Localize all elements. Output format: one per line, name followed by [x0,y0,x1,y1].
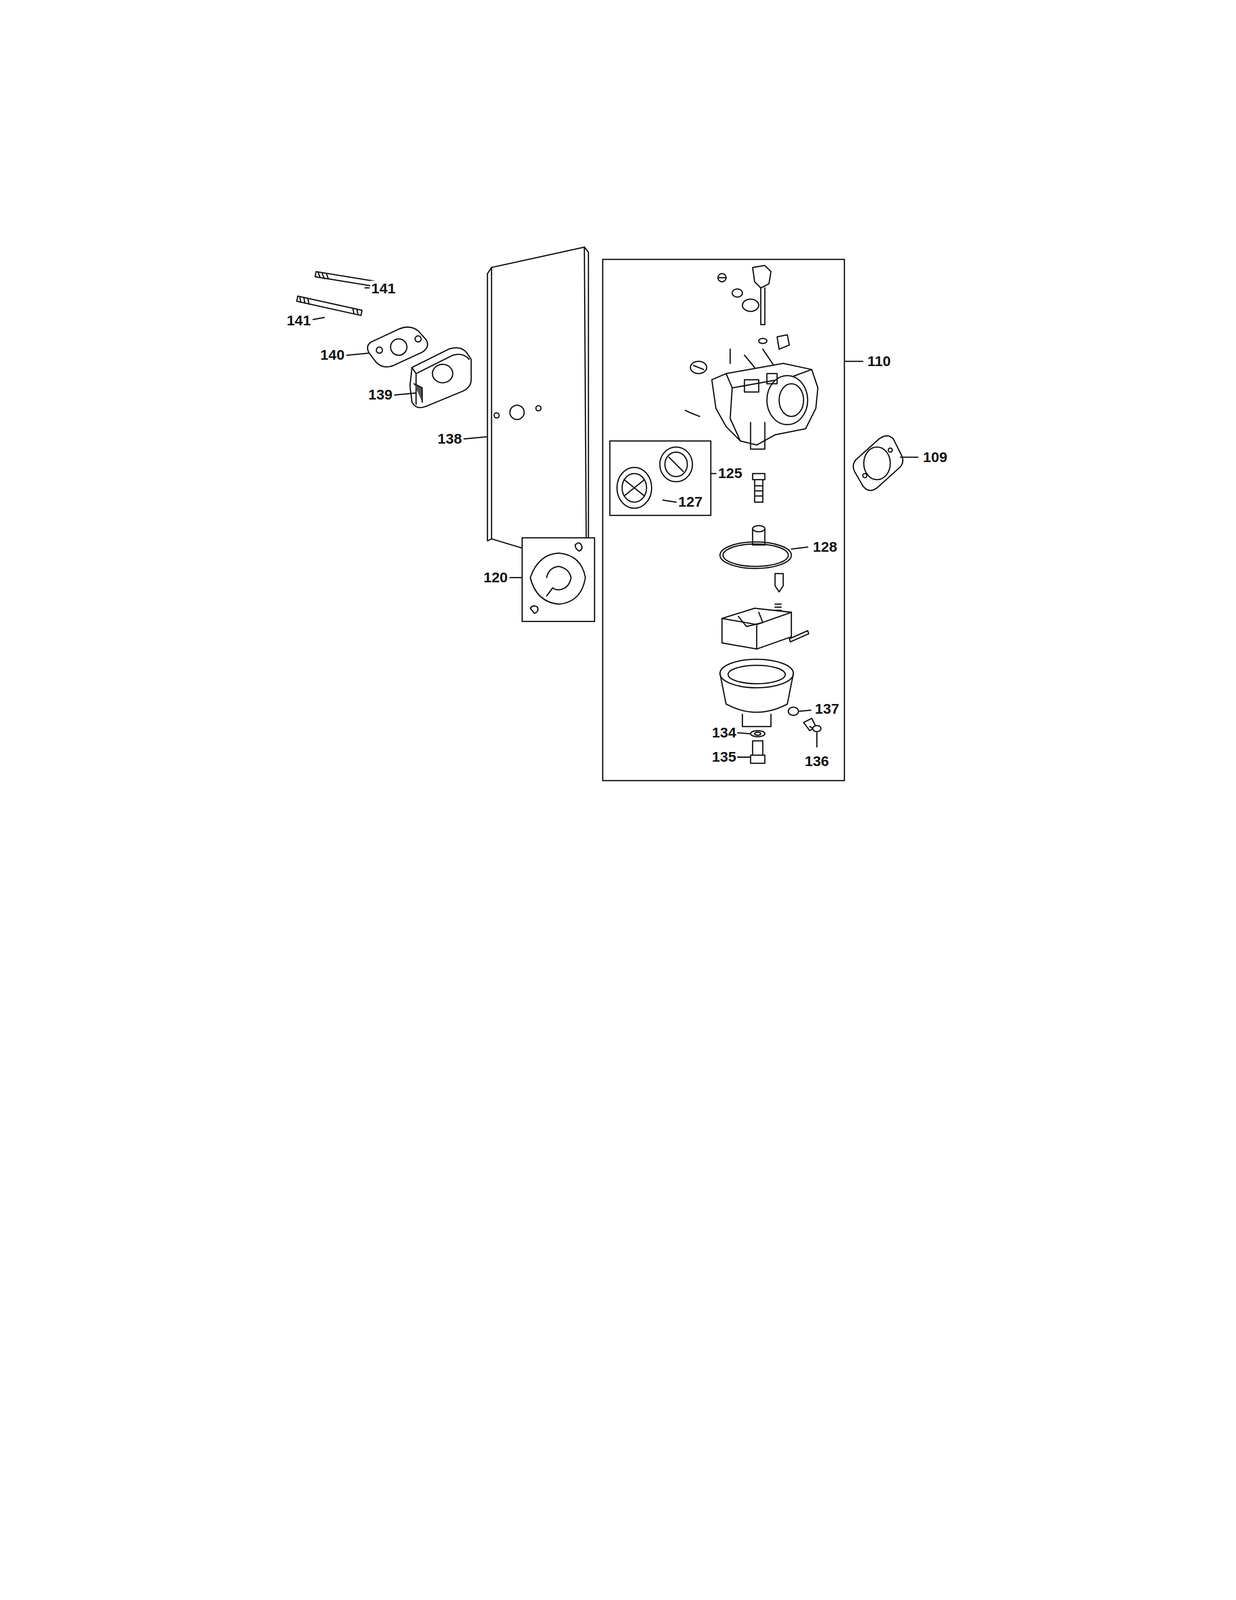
bowl-bolt [750,740,765,763]
callout-number: 140 [319,347,346,363]
gasket-kit [530,542,586,614]
float-bowl [719,659,793,727]
gasket [367,327,428,367]
callout-number: 127 [677,493,704,510]
callout-number: 134 [711,724,738,741]
callout-number: 141 [370,280,397,297]
kit-box [609,440,711,516]
callout-number: 110 [866,353,892,369]
gasket [853,435,903,491]
kit-box [522,537,595,622]
float-needle [775,573,784,592]
callout-number: 141 [285,312,312,329]
carburetor-body [685,265,819,450]
callout-number: 128 [811,538,839,555]
callout-number: 138 [436,430,463,447]
spacer [410,347,472,408]
callout-number: 109 [921,449,949,465]
assembly-box [602,259,845,781]
heat-shield [487,247,589,568]
float [722,603,809,650]
callout-number: 120 [482,569,509,586]
callout-number: 125 [716,465,744,481]
callout-number: 139 [367,386,394,403]
callout-number: 137 [813,700,840,717]
main-jet [752,473,765,545]
o-ring [719,541,792,569]
leader-lines [313,287,919,758]
callout-number: 136 [803,753,830,769]
callout-number: 135 [711,748,738,765]
stud [296,271,379,316]
